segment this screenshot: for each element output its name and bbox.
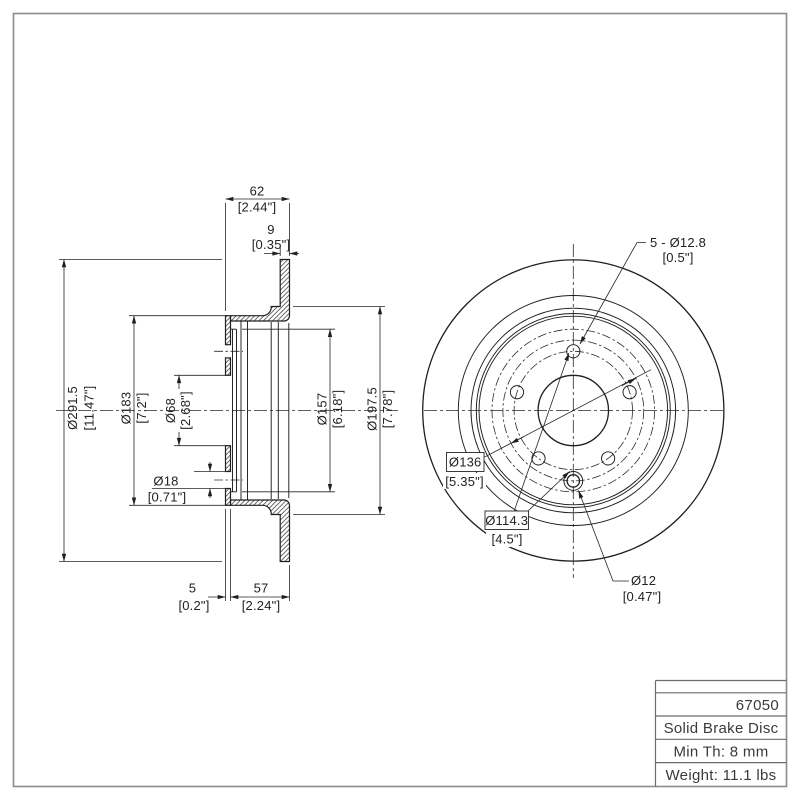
dim-overall-width-mm: 62 <box>250 184 265 199</box>
dim-offset-width: 57 [2.24"] <box>230 565 290 613</box>
pin-hole <box>563 471 584 491</box>
dim-offset-width-in: [2.24"] <box>242 598 281 613</box>
inner-edges <box>230 321 290 500</box>
dim-center-bore: Ø68 [2.68"] <box>163 374 227 447</box>
dim-friction-inner: Ø197.5 [7.78"] <box>293 306 395 515</box>
title-block: 67050 Solid Brake Disc Min Th: 8 mm Weig… <box>654 679 787 787</box>
label-bolt-circle-in: [4.5"] <box>491 532 522 547</box>
dim-hole-18-in: [0.71"] <box>148 490 187 505</box>
label-pin-hole-mm: Ø12 <box>631 573 656 588</box>
dim-hat-diameter-mm: Ø183 <box>119 392 134 425</box>
page-border <box>12 12 788 788</box>
dim-hat-diameter-in: [7.2"] <box>134 392 149 423</box>
reference-circles <box>491 328 656 493</box>
dim-outer-diameter-mm: Ø291.5 <box>65 386 80 430</box>
weight: Weight: 11.1 lbs <box>666 767 777 784</box>
front-view: 5 - Ø12.8 [0.5"] Ø136 [5.35"] Ø114.3 [4.… <box>422 235 725 604</box>
label-pin-hole-in: [0.47"] <box>623 589 662 604</box>
bolt-circle-leader-b <box>527 471 570 512</box>
dim-overall-width: 62 [2.44"] <box>225 184 290 311</box>
flange-diameter-line <box>481 369 652 460</box>
lug-holes <box>509 344 637 466</box>
disc-section-bottom <box>229 499 291 563</box>
bolt-circle-leader-a <box>513 352 570 512</box>
dim-disc-thickness-mm: 9 <box>267 222 274 237</box>
product-type: Solid Brake Disc <box>664 720 779 737</box>
label-bolt-circle-mm: Ø114.3 <box>485 513 528 528</box>
dim-friction-inner-mm: Ø197.5 <box>365 387 380 431</box>
dim-hat-diameter: Ø183 [7.2"] <box>119 315 227 506</box>
lug-holes-leader <box>579 242 646 345</box>
part-number: 67050 <box>736 697 779 714</box>
dim-overall-width-in: [2.44"] <box>238 200 277 215</box>
dim-hat-wall: 5 [0.2"] <box>178 509 231 613</box>
pin-hole-leader <box>578 490 629 582</box>
dim-friction-inner-in: [7.78"] <box>380 390 395 429</box>
dim-outer-diameter-in: [11.47"] <box>82 385 97 430</box>
dim-center-bore-mm: Ø68 <box>163 398 178 423</box>
dim-hole-18-mm: Ø18 <box>153 474 178 489</box>
dim-offset-width-mm: 57 <box>254 581 269 596</box>
dim-outer-diameter: Ø291.5 [11.47"] <box>59 259 222 562</box>
dim-hat-wall-in: [0.2"] <box>178 598 209 613</box>
flange-in-halo <box>443 473 486 489</box>
hat-wall-section <box>224 315 232 506</box>
min-thickness: Min Th: 8 mm <box>673 744 768 761</box>
section-view: 62 [2.44"] 9 [0.35"] Ø291.5 [11.47"] Ø18… <box>56 184 398 613</box>
disc-section-top <box>229 258 291 322</box>
dim-hat-wall-mm: 5 <box>189 581 196 596</box>
disc-circles <box>422 259 725 562</box>
label-flange-mm: Ø136 <box>449 455 482 470</box>
dim-step-diameter-in: [6.18"] <box>330 390 345 429</box>
dim-disc-thickness: 9 [0.35"] <box>252 222 299 256</box>
bolt-circle-label-frame <box>484 510 529 530</box>
front-labels: 5 - Ø12.8 [0.5"] Ø136 [5.35"] Ø114.3 [4.… <box>443 235 706 604</box>
dim-step-diameter: Ø157 [6.18"] <box>242 328 345 493</box>
dim-step-diameter-mm: Ø157 <box>315 393 330 426</box>
dim-disc-thickness-in: [0.35"] <box>252 237 291 252</box>
leaders <box>481 242 652 582</box>
bolt-circle-in-halo <box>486 531 528 547</box>
label-lug-holes-in: [0.5"] <box>662 250 693 265</box>
center-bore-circle <box>537 374 610 447</box>
flange-label-frame <box>446 452 485 472</box>
dim-hole-18: Ø18 [0.71"] <box>148 462 227 505</box>
label-flange-in: [5.35"] <box>445 474 484 489</box>
dim-center-bore-in: [2.68"] <box>178 391 193 430</box>
label-lug-holes-mm: 5 - Ø12.8 <box>650 235 706 250</box>
